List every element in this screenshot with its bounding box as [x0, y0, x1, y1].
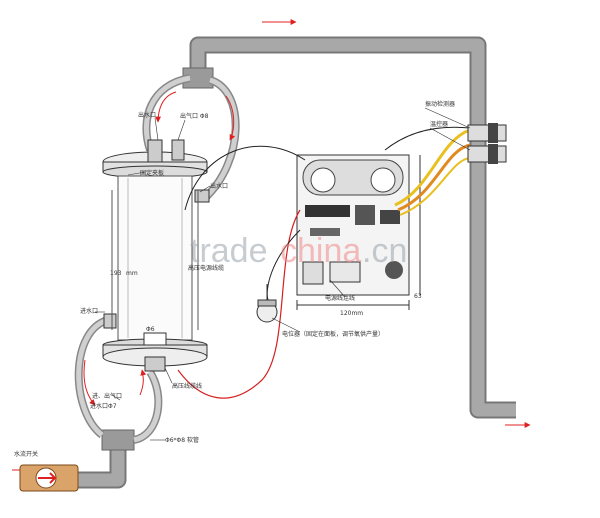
label-board-height: 63	[414, 293, 422, 300]
label-temp-switch: 温控器	[430, 120, 448, 128]
label-hv-cable-bottom: 高压线缆线	[172, 382, 202, 390]
label-tube-size: Φ6*Φ8 软管	[165, 436, 199, 444]
control-board	[296, 154, 421, 310]
watermark: trade china .cn	[190, 232, 407, 270]
label-return-port: 出水口	[210, 182, 228, 190]
label-length-unit: mm	[126, 270, 138, 277]
label-water-switch: 水流开关	[14, 450, 38, 458]
labels: 出水口 出气口 Φ8 固定夹板 出水口 193 mm 高压电源线缆 进水口 Φ6…	[14, 100, 455, 458]
label-air-outlet: 出气口 Φ8	[180, 112, 209, 120]
label-bottom-size: Φ6	[146, 326, 155, 333]
potentiometer	[256, 284, 278, 323]
label-board-width: 120mm	[340, 310, 363, 317]
gray-pipe-circuit	[75, 36, 516, 489]
bottom-tee-joint	[101, 429, 135, 451]
tube-arrows	[83, 91, 236, 406]
label-power-connector: 电源线连线	[325, 294, 355, 302]
pipe-sensors	[467, 123, 507, 164]
label-flow-switch: 振动检测器	[425, 100, 455, 108]
reactor-cylinder	[102, 139, 210, 372]
label-water-outlet: 出水口	[138, 111, 156, 119]
label-hv-cable: 高压电源线缆	[188, 264, 224, 272]
watermark-trade: trade	[190, 232, 268, 270]
label-bottom-port-outlet: 进、出气口	[92, 392, 122, 400]
label-fixing-plate: 固定夹板	[140, 169, 164, 177]
water-switch-valve	[19, 464, 79, 492]
watermark-tld: .cn	[362, 232, 407, 270]
label-water-inlet-side: 进水口	[80, 307, 98, 315]
wires	[177, 126, 471, 399]
leader-lines	[95, 107, 471, 441]
label-potentiometer: 电位器（固定在面板，调节氧供产量）	[282, 330, 384, 338]
label-bottom-port-inlet: 进水口Φ7	[90, 402, 117, 410]
watermark-china: china	[280, 232, 361, 270]
label-length-dim: 193	[110, 270, 122, 277]
